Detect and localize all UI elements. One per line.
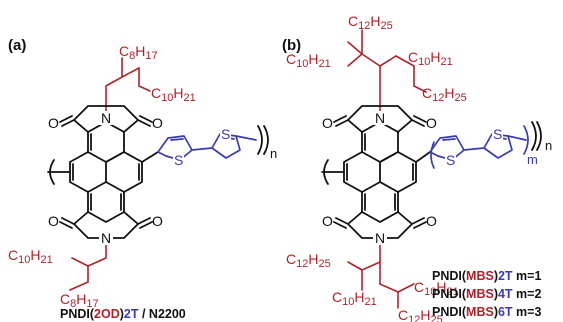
- panel-b-chain-t2: C10H21: [286, 51, 331, 70]
- panel-a-carbonyls: [59, 115, 153, 229]
- panel-b-chain-b2: C10H21: [332, 289, 377, 308]
- atom-o: O: [152, 213, 163, 229]
- atom-s: S: [221, 126, 230, 142]
- atom-o: O: [152, 115, 163, 131]
- panel-b-carbonyls: [333, 115, 427, 229]
- atom-s: S: [174, 152, 183, 168]
- panel-a-structure: (a) C8H17 C10H21: [8, 37, 277, 321]
- panel-a-chain-c8-bottom: C8H17: [60, 291, 99, 310]
- panel-a-caption: PNDI(2OD)2T / N2200: [60, 307, 186, 321]
- atom-n: N: [101, 110, 111, 126]
- legend-row-6t: PNDI(MBS)6T m=3: [432, 305, 541, 319]
- atom-o: O: [48, 213, 59, 229]
- atom-s: S: [446, 152, 455, 168]
- panel-b-chain-t3: C10H21: [408, 49, 453, 68]
- panel-b-chain-b1: C12H25: [286, 251, 331, 270]
- panel-b-bracket: [321, 151, 431, 185]
- panel-a-chain-c8-top: C8H17: [119, 43, 158, 62]
- panel-b-chain-t1: C12H25: [348, 13, 393, 32]
- panel-b-chain-b4: C12H25: [398, 307, 443, 322]
- panel-b-chain-t4: C12H25: [422, 85, 467, 104]
- panel-b-structure: (b) C12H25 C10H21 C10H21 C12H25: [282, 13, 552, 322]
- panel-a-bottom-sidechain: C10H21 C8H17: [8, 244, 107, 310]
- panel-a-chain-c10-top: C10H21: [151, 85, 196, 104]
- panel-a-top-sidechain: C8H17 C10H21: [105, 43, 196, 116]
- atom-s: S: [493, 126, 502, 142]
- atom-n: N: [375, 110, 385, 126]
- atom-o: O: [48, 115, 59, 131]
- panel-b-atoms: N N O O O O S S m n: [322, 110, 552, 246]
- panel-a-label: (a): [8, 37, 26, 54]
- atom-o: O: [322, 213, 333, 229]
- panel-b-oligothiophene: [429, 121, 542, 169]
- panel-a-atoms: N N O O O O S S n: [48, 110, 277, 246]
- atom-o: O: [426, 213, 437, 229]
- panel-a-bracket: [47, 151, 159, 185]
- panel-a-n-index: n: [270, 146, 277, 161]
- panel-b-chain-b3: C10H21: [414, 279, 459, 298]
- atom-n: N: [375, 230, 385, 246]
- atom-n: N: [101, 230, 111, 246]
- panel-a-chain-c10-bottom: C10H21: [8, 247, 53, 266]
- legend-row-4t: PNDI(MBS)4T m=2: [432, 287, 541, 301]
- panel-b-legend: PNDI(MBS)2T m=1 PNDI(MBS)4T m=2 PNDI(MBS…: [432, 269, 541, 319]
- panel-a-bithiophene: [157, 125, 269, 161]
- panel-b-bottom-sidechain: C12H25 C10H21 C10H21 C12H25: [286, 244, 459, 322]
- legend-row-2t: PNDI(MBS)2T m=1: [432, 269, 541, 283]
- panel-b-label: (b): [282, 37, 301, 54]
- atom-o: O: [426, 115, 437, 131]
- atom-o: O: [322, 115, 333, 131]
- panel-b-n-index: n: [545, 138, 552, 153]
- panel-b-m-index: m: [527, 152, 538, 167]
- panel-b-top-sidechain: C12H25 C10H21 C10H21 C12H25: [286, 13, 467, 116]
